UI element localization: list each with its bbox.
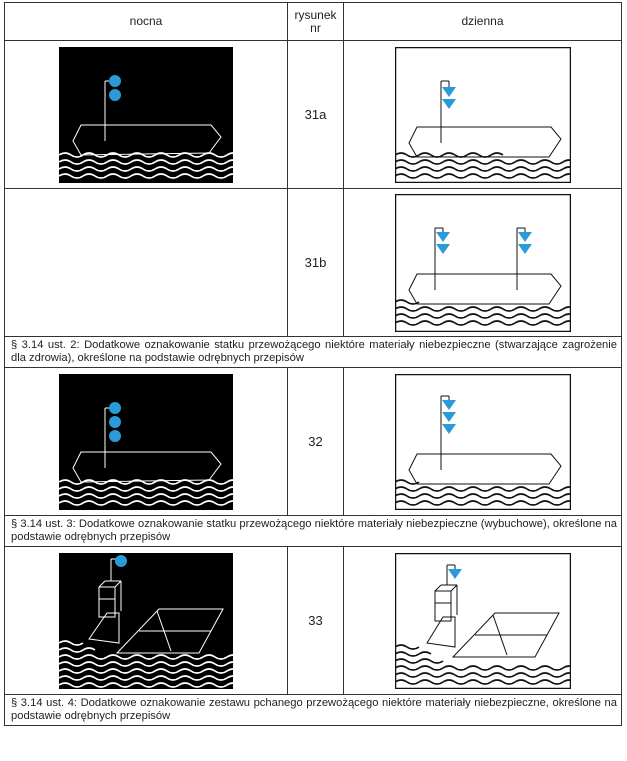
day-illustration-31a	[343, 40, 622, 189]
header-night: nocna	[4, 2, 288, 41]
day-ship-two-masts-cones	[394, 193, 571, 332]
night-pushed-convoy-one-light	[59, 552, 233, 689]
light-circle	[109, 429, 121, 442]
row-33: 33	[4, 546, 622, 695]
row-32: 32	[4, 367, 622, 516]
row-31b: 31b	[4, 188, 622, 337]
caption-32: § 3.14 ust. 3: Dodatkowe oznakowanie sta…	[4, 515, 622, 547]
light-circle	[109, 415, 121, 428]
light-circle	[109, 401, 121, 414]
header-day: dzienna	[343, 2, 622, 41]
header-figure-no: rysunek nr	[287, 2, 344, 41]
figure-number-33: 33	[287, 546, 344, 695]
caption-row-32: § 3.14 ust. 3: Dodatkowe oznakowanie sta…	[4, 515, 622, 547]
figure-number-31b: 31b	[287, 188, 344, 337]
light-circle	[109, 74, 121, 87]
night-illustration-31b-empty	[4, 188, 288, 337]
signals-table: nocna rysunek nr dzienna 31a	[4, 2, 622, 726]
caption-31: § 3.14 ust. 2: Dodatkowe oznakowanie sta…	[4, 336, 622, 368]
row-31a: 31a	[4, 40, 622, 189]
caption-33: § 3.14 ust. 4: Dodatkowe oznakowanie zes…	[4, 694, 622, 726]
night-ship-single-mast-three-lights	[59, 373, 233, 510]
light-circle	[109, 88, 121, 101]
caption-row-33: § 3.14 ust. 4: Dodatkowe oznakowanie zes…	[4, 694, 622, 726]
figure-number-31a: 31a	[287, 40, 344, 189]
header-row: nocna rysunek nr dzienna	[4, 2, 622, 41]
light-circle	[115, 554, 127, 567]
day-pushed-convoy-one-cone	[394, 552, 571, 689]
day-ship-single-mast-two-cones	[394, 46, 571, 183]
night-ship-single-mast-two-lights	[59, 46, 233, 183]
day-illustration-33	[343, 546, 622, 695]
night-illustration-31a	[4, 40, 288, 189]
night-illustration-32	[4, 367, 288, 516]
day-illustration-32	[343, 367, 622, 516]
caption-row-31: § 3.14 ust. 2: Dodatkowe oznakowanie sta…	[4, 336, 622, 368]
day-illustration-31b	[343, 188, 622, 337]
day-ship-single-mast-three-cones	[394, 373, 571, 510]
figure-number-32: 32	[287, 367, 344, 516]
night-illustration-33	[4, 546, 288, 695]
